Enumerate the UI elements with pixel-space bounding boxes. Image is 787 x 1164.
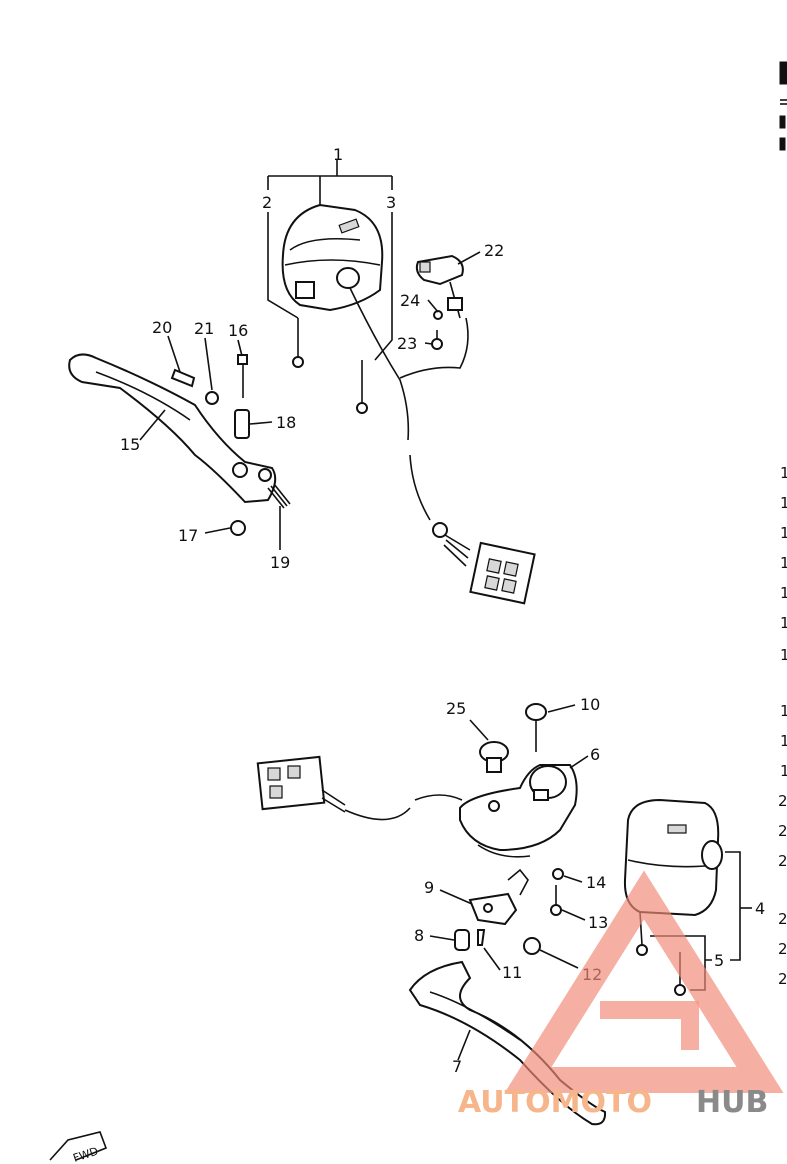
callout-10: 10 xyxy=(580,695,600,714)
callout-20: 20 xyxy=(152,318,172,337)
watermark-text: AUTOMOTO HUB xyxy=(458,1085,768,1120)
callout-2: 2 xyxy=(262,193,272,212)
callout-14: 14 xyxy=(586,873,606,892)
left-switch-wire-harness xyxy=(349,287,536,605)
callout-22: 22 xyxy=(484,241,504,260)
callout-bracket-1 xyxy=(267,160,393,361)
front-direction-marker: FWD xyxy=(49,1131,108,1164)
edge-fragment: 2 xyxy=(778,852,787,870)
edge-fragment: 2 xyxy=(778,910,787,928)
callout-18: 18 xyxy=(276,413,296,432)
callout-16: 16 xyxy=(228,321,248,340)
callout-15: 15 xyxy=(120,435,140,454)
callout-11: 11 xyxy=(502,963,522,982)
watermark-text-hub: HUB xyxy=(696,1085,768,1120)
edge-fragment: 1 xyxy=(780,702,787,720)
leader-lines-bottom xyxy=(429,704,589,1061)
callout-21: 21 xyxy=(194,319,214,338)
callout-4: 4 xyxy=(755,899,765,918)
edge-fragment: 2 xyxy=(778,822,787,840)
banjo-bolt xyxy=(525,703,547,752)
watermark-text-automoto: AUTOMOTO xyxy=(458,1085,652,1120)
clutch-switch xyxy=(415,254,464,350)
housing-screws xyxy=(292,318,368,414)
watermark-logo xyxy=(504,870,784,1093)
edge-fragment: 1 xyxy=(780,732,787,750)
callout-17: 17 xyxy=(178,526,198,545)
edge-fragment: 1 xyxy=(780,464,787,482)
leader-lines-top xyxy=(139,251,481,550)
edge-fragment: 1 xyxy=(780,524,787,542)
callout-7: 7 xyxy=(452,1057,462,1076)
edge-fragment: 2 xyxy=(778,970,787,988)
edge-fragment: 1 xyxy=(780,494,787,512)
callout-5: 5 xyxy=(714,951,724,970)
brake-lever-hardware xyxy=(454,868,564,955)
callout-19: 19 xyxy=(270,553,290,572)
callout-24: 24 xyxy=(400,291,420,310)
lever-hardware xyxy=(170,354,291,536)
callout-3: 3 xyxy=(386,193,396,212)
right-switch-connector xyxy=(256,755,463,821)
callout-9: 9 xyxy=(424,878,434,897)
edge-fragment: 2 xyxy=(778,792,787,810)
callout-1: 1 xyxy=(333,145,343,164)
edge-fragment: 1 xyxy=(780,584,787,602)
edge-fragment: 1 xyxy=(780,554,787,572)
callout-8: 8 xyxy=(414,926,424,945)
callout-13: 13 xyxy=(588,913,608,932)
reservoir-cap xyxy=(479,741,509,773)
left-switch-housing xyxy=(281,203,384,312)
brake-light-switch xyxy=(468,868,529,926)
callout-6: 6 xyxy=(590,745,600,764)
edge-fragment: 1 xyxy=(780,614,787,632)
cropped-parts-list: 1 1 1 1 1 1 1 1 1 1 2 2 2 2 2 2 xyxy=(778,61,787,988)
front-marker-label: FWD xyxy=(71,1145,99,1164)
callout-25: 25 xyxy=(446,699,466,718)
master-cylinder xyxy=(459,764,578,858)
edge-fragment: 1 xyxy=(780,646,787,664)
edge-fragment: 2 xyxy=(778,940,787,958)
edge-fragment: 1 xyxy=(780,762,787,780)
callout-23: 23 xyxy=(397,334,417,353)
